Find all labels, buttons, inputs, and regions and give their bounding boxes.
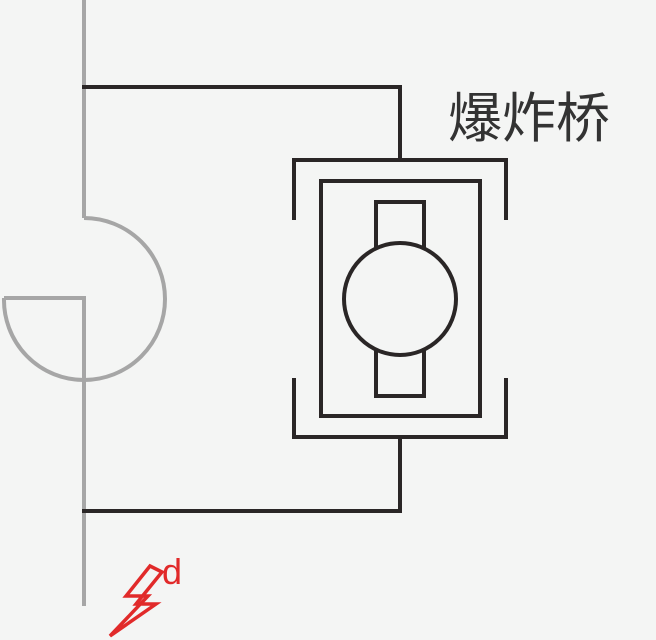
housing-bottom-bracket	[292, 378, 508, 439]
inner-housing	[319, 179, 482, 418]
bridge-circle	[342, 241, 458, 357]
lead-wire-arc-left	[1, 296, 86, 383]
lead-wire-arc-right	[83, 216, 167, 382]
bottom-connector	[82, 435, 402, 513]
component-label: 爆炸桥	[448, 87, 610, 150]
top-connector	[82, 85, 402, 162]
housing-top-bracket	[292, 158, 508, 220]
lightning-bolt-icon	[108, 563, 165, 638]
spark-marker-label: d	[162, 551, 182, 592]
